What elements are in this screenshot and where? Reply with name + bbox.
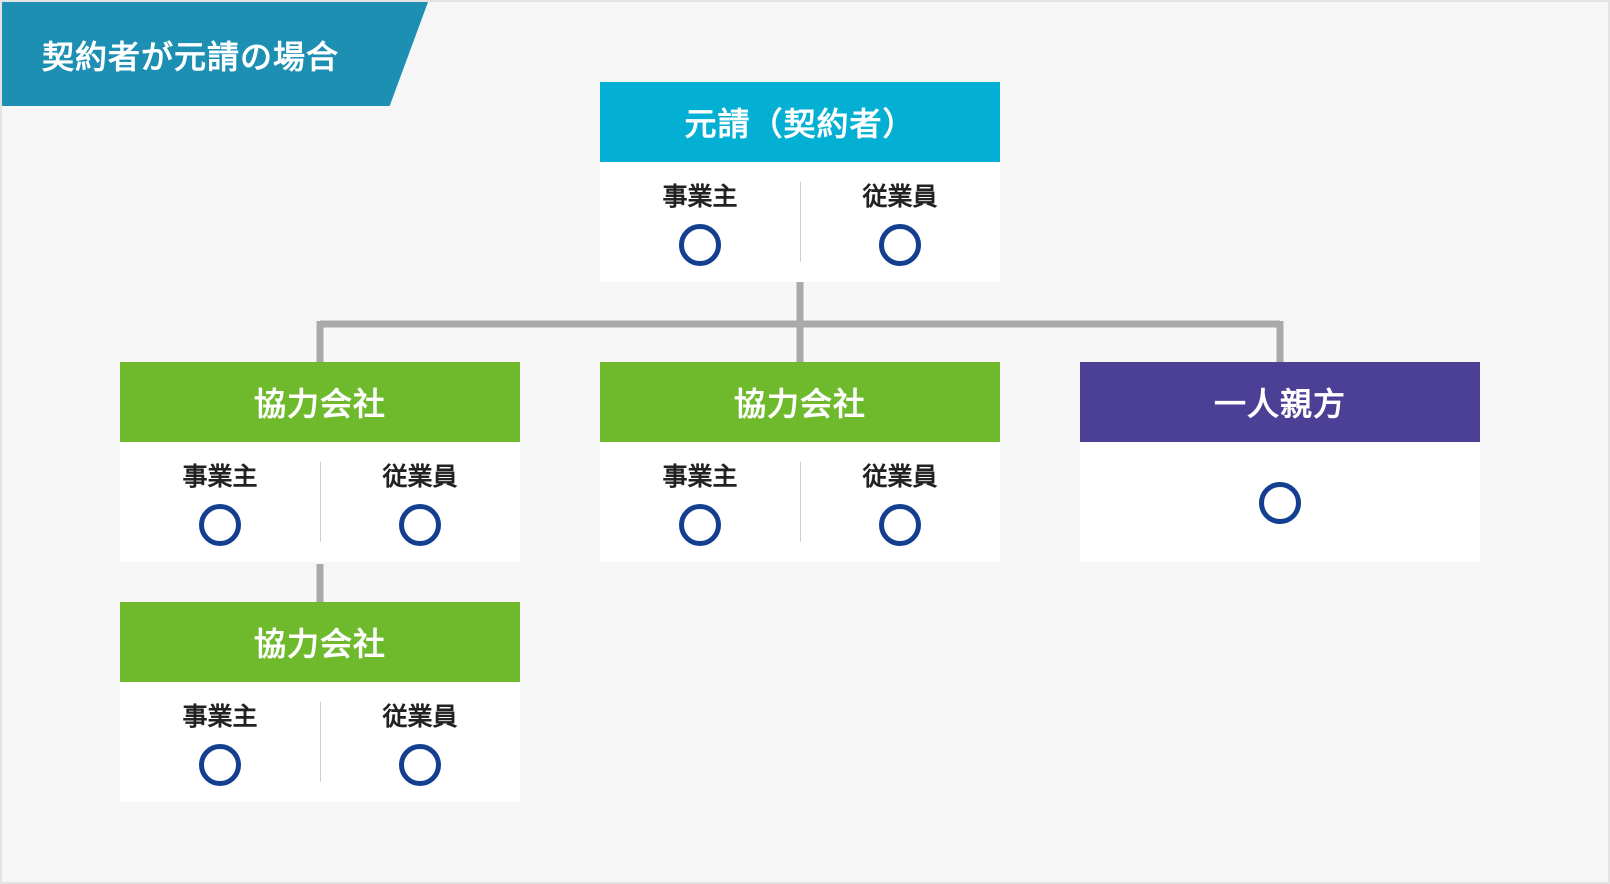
title-banner xyxy=(2,2,428,106)
covered-circle-icon xyxy=(199,744,241,786)
employee-label: 従業員 xyxy=(382,462,458,491)
covered-circle-icon xyxy=(199,504,241,546)
node-title: 協力会社 xyxy=(600,362,1000,442)
node-title: 協力会社 xyxy=(120,602,520,682)
covered-circle-icon xyxy=(879,224,921,266)
covered-circle-icon xyxy=(399,504,441,546)
node-prime-contractor: 元請（契約者） 事業主 従業員 xyxy=(600,82,1000,282)
node-partner-company-b: 協力会社 事業主 従業員 xyxy=(600,362,1000,562)
employee-label: 従業員 xyxy=(382,702,458,731)
employee-column: 従業員 xyxy=(320,700,520,786)
column-divider xyxy=(800,182,801,262)
node-title: 協力会社 xyxy=(120,362,520,442)
covered-circle-icon xyxy=(679,504,721,546)
owner-column: 事業主 xyxy=(600,460,800,546)
node-body: 事業主 従業員 xyxy=(600,442,1000,562)
diagram-title: 契約者が元請の場合 xyxy=(42,38,340,76)
owner-column: 事業主 xyxy=(120,700,320,786)
owner-label: 事業主 xyxy=(662,182,738,211)
owner-column: 事業主 xyxy=(600,180,800,266)
employee-label: 従業員 xyxy=(862,182,938,211)
covered-circle-icon xyxy=(879,504,921,546)
node-sole-proprietor: 一人親方 xyxy=(1080,362,1480,562)
node-body: 事業主 従業員 xyxy=(120,442,520,562)
employee-column: 従業員 xyxy=(320,460,520,546)
covered-circle-icon xyxy=(679,224,721,266)
owner-column: 事業主 xyxy=(120,460,320,546)
node-partner-company-c: 協力会社 事業主 従業員 xyxy=(120,602,520,802)
employee-column: 従業員 xyxy=(800,460,1000,546)
covered-circle-icon xyxy=(399,744,441,786)
column-divider xyxy=(320,462,321,542)
single-mark-wrap xyxy=(1259,482,1301,524)
employee-column: 従業員 xyxy=(800,180,1000,266)
owner-label: 事業主 xyxy=(182,462,258,491)
employee-label: 従業員 xyxy=(862,462,938,491)
column-divider xyxy=(800,462,801,542)
owner-label: 事業主 xyxy=(662,462,738,491)
covered-circle-icon xyxy=(1259,482,1301,524)
node-body: 事業主 従業員 xyxy=(600,162,1000,282)
node-body xyxy=(1080,442,1480,562)
owner-label: 事業主 xyxy=(182,702,258,731)
node-title: 一人親方 xyxy=(1080,362,1480,442)
node-partner-company-a: 協力会社 事業主 従業員 xyxy=(120,362,520,562)
node-title: 元請（契約者） xyxy=(600,82,1000,162)
column-divider xyxy=(320,702,321,782)
node-body: 事業主 従業員 xyxy=(120,682,520,802)
